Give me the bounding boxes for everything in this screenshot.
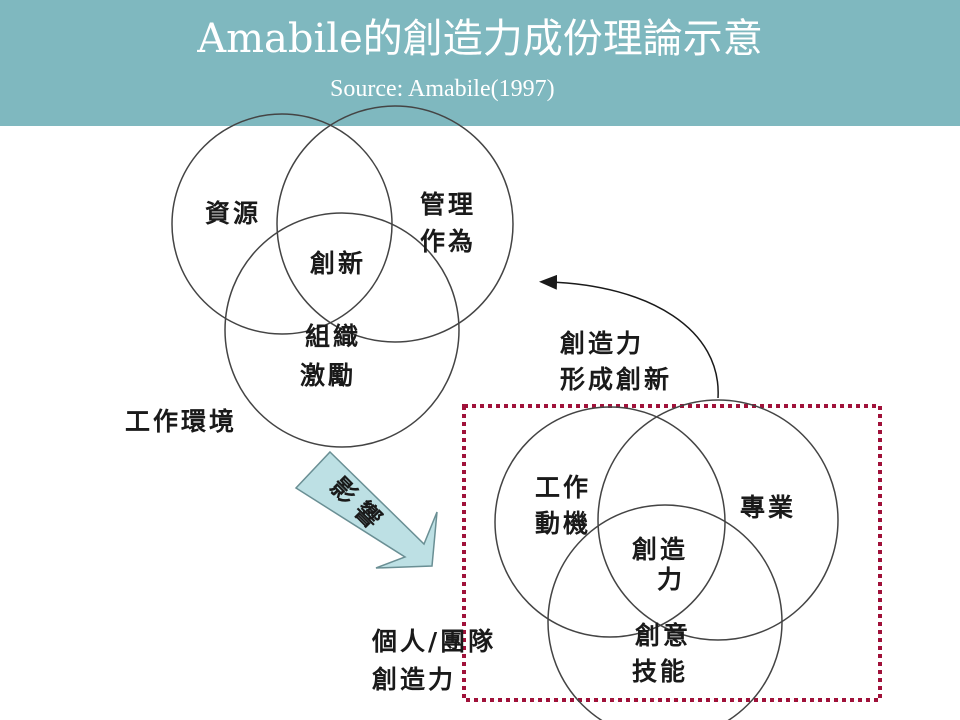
label-feedback-2: 形成創新 (560, 365, 672, 394)
circle-task-motivation (494, 406, 726, 638)
label-resources: 資源 (205, 199, 261, 228)
label-innovation: 創新 (310, 249, 366, 278)
label-management-2: 作為 (420, 227, 476, 256)
circle-management (276, 105, 514, 343)
header-banner: Amabile的創造力成份理論示意 Source: Amabile(1997) (0, 0, 960, 126)
label-work-environment: 工作環境 (125, 407, 237, 436)
individual-dashed-frame (462, 404, 882, 702)
influence-arrow: 影 響 (294, 450, 438, 569)
label-motivation-2: 激勵 (300, 361, 356, 390)
circle-skills (547, 504, 783, 720)
page-title: Amabile的創造力成份理論示意 (197, 16, 763, 62)
label-motivation-1: 組織 (305, 322, 361, 351)
page-subtitle: Source: Amabile(1997) (330, 76, 555, 102)
circle-expertise (597, 399, 839, 641)
label-individual-1: 個人/團隊 (371, 627, 496, 656)
label-skills-1: 創意 (635, 621, 691, 650)
feedback-arrow (539, 274, 719, 399)
label-management-1: 管理 (420, 190, 476, 219)
label-creativity-2: 力 (657, 565, 685, 594)
label-individual-2: 創造力 (372, 665, 456, 694)
label-task-motivation-2: 動機 (535, 509, 591, 538)
label-skills-2: 技能 (632, 657, 688, 686)
label-creativity-1: 創造 (632, 535, 688, 564)
circle-motivation (224, 212, 460, 448)
label-expertise: 專業 (740, 493, 796, 522)
label-feedback-1: 創造力 (560, 329, 644, 358)
label-task-motivation-1: 工作 (535, 473, 591, 502)
